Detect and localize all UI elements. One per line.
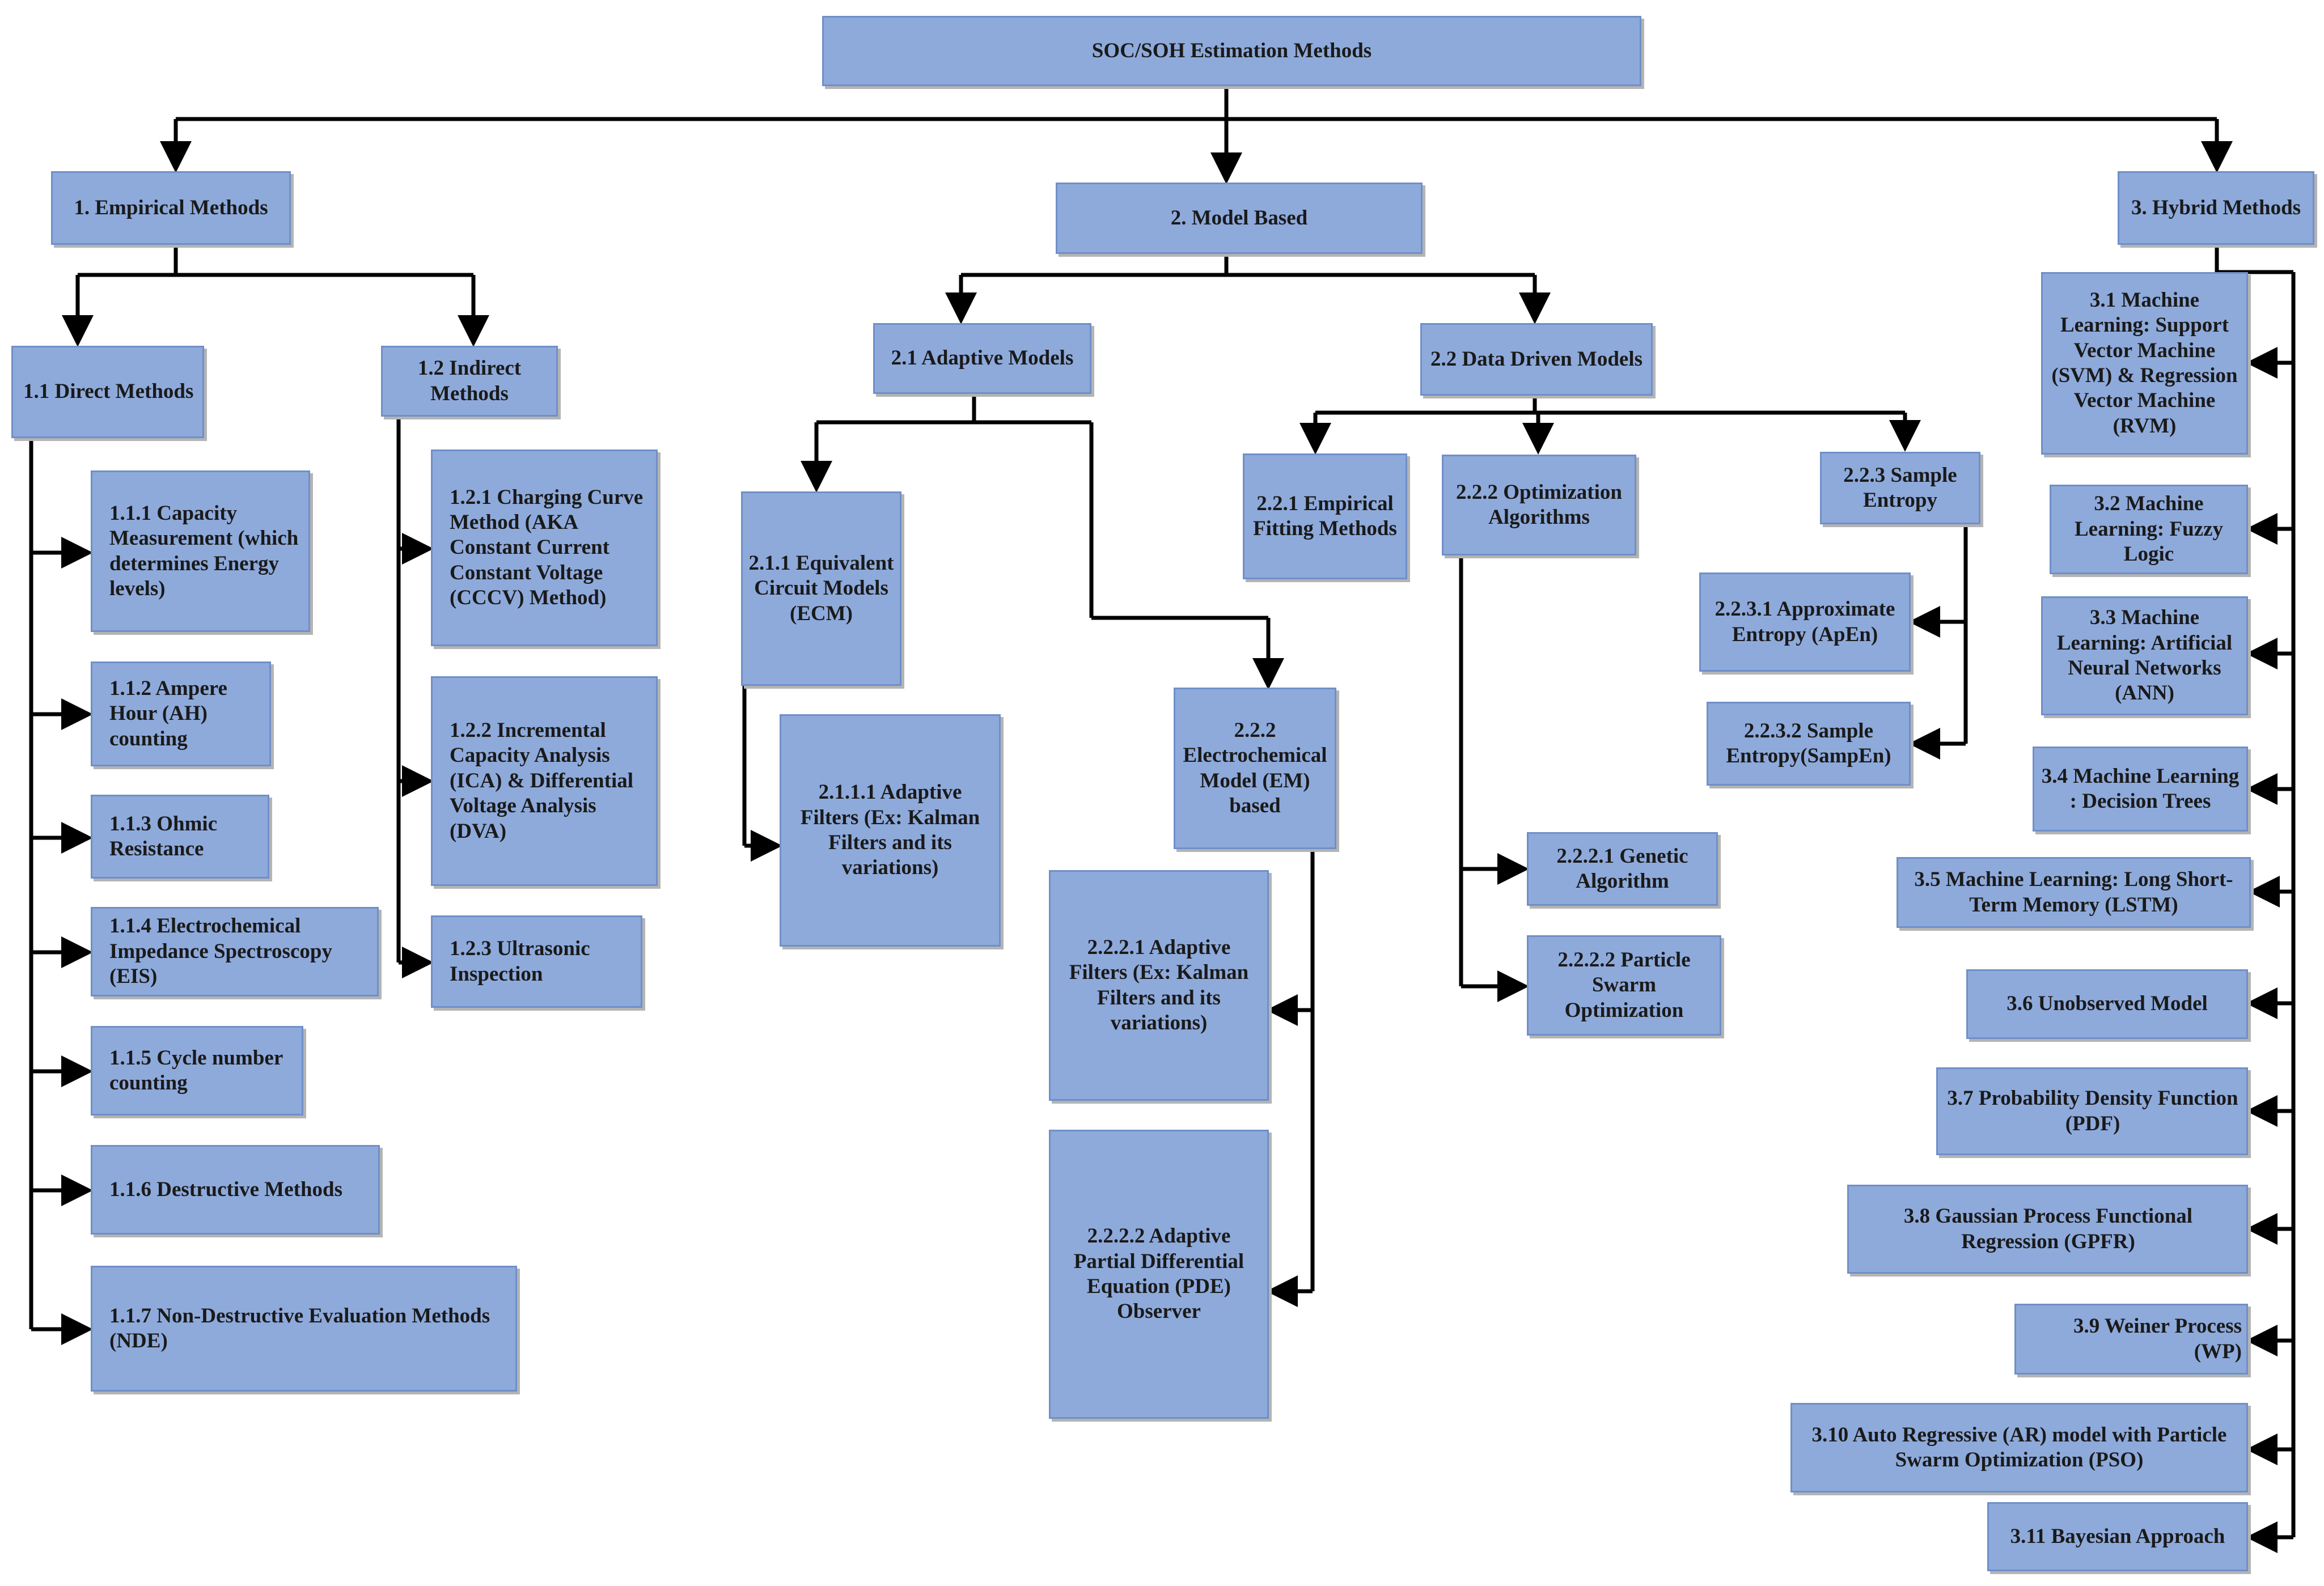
indirect-methods-label: 1.2 Indirect Methods <box>417 357 522 405</box>
particle-swarm-node: 2.2.2.2 Particle Swarm Optimization <box>1527 935 1721 1036</box>
ecm-adaptive-filters-node: 2.1.1.1 Adaptive Filters (Ex: Kalman Fil… <box>780 714 1001 947</box>
direct-item-ohmic-resistance: 1.1.3 Ohmic Resistance <box>91 795 269 879</box>
hybrid-item-label: 3.8 Gaussian Process Functional Regressi… <box>1903 1205 2193 1253</box>
model-based-node: 2. Model Based <box>1056 183 1423 254</box>
indirect-item-ultrasonic: 1.2.3 Ultrasonic Inspection <box>431 915 642 1008</box>
electrochemical-model-node: 2.2.2 Electrochemical Model (EM) based <box>1174 688 1336 849</box>
hybrid-item-lstm: 3.5 Machine Learning: Long Short-Term Me… <box>1897 857 2251 928</box>
hybrid-item-label: 3.3 Machine Learning: Artificial Neural … <box>2056 606 2233 705</box>
direct-item-cycle-counting: 1.1.5 Cycle number counting <box>91 1026 303 1116</box>
hybrid-item-decision-trees: 3.4 Machine Learning : Decision Trees <box>2033 747 2248 832</box>
direct-item-ampere-hour: 1.1.2 Ampere Hour (AH) counting <box>91 661 271 766</box>
sample-entropy-label: 2.2.3 Sample Entropy <box>1843 463 1957 512</box>
pde-observer-label: 2.2.2.2 Adaptive Partial Differential Eq… <box>1073 1224 1244 1324</box>
indirect-item-label: 1.2.3 Ultrasonic Inspection <box>450 937 590 986</box>
direct-item-label: 1.1.7 Non-Destructive Evaluation Methods… <box>109 1304 490 1352</box>
direct-item-destructive: 1.1.6 Destructive Methods <box>91 1145 380 1235</box>
hybrid-item-label: 3.4 Machine Learning : Decision Trees <box>2041 764 2240 813</box>
electrochemical-model-label: 2.2.2 Electrochemical Model (EM) based <box>1183 718 1327 817</box>
root-label: SOC/SOH Estimation Methods <box>1091 39 1372 62</box>
direct-item-label: 1.1.6 Destructive Methods <box>109 1177 343 1201</box>
indirect-item-label: 1.2.2 Incremental Capacity Analysis (ICA… <box>450 719 634 843</box>
hybrid-item-pdf: 3.7 Probability Density Function (PDF) <box>1936 1067 2248 1155</box>
model-based-label: 2. Model Based <box>1170 206 1308 230</box>
hybrid-item-ar-pso: 3.10 Auto Regressive (AR) model with Par… <box>1790 1403 2248 1492</box>
hybrid-item-label: 3.9 Weiner Process (WP) <box>2073 1314 2242 1363</box>
direct-item-label: 1.1.3 Ohmic Resistance <box>109 812 218 860</box>
hybrid-item-label: 3.1 Machine Learning: Support Vector Mac… <box>2051 288 2238 438</box>
ecm-adaptive-filters-label: 2.1.1.1 Adaptive Filters (Ex: Kalman Fil… <box>800 781 980 880</box>
indirect-item-ica-dva: 1.2.2 Incremental Capacity Analysis (ICA… <box>431 676 658 886</box>
direct-item-nde: 1.1.7 Non-Destructive Evaluation Methods… <box>91 1266 517 1392</box>
hybrid-item-label: 3.2 Machine Learning: Fuzzy Logic <box>2074 492 2224 566</box>
hybrid-methods-label: 3. Hybrid Methods <box>2131 196 2301 219</box>
ecm-node: 2.1.1 Equivalent Circuit Models (ECM) <box>741 491 901 686</box>
indirect-methods-node: 1.2 Indirect Methods <box>381 346 558 417</box>
direct-item-label: 1.1.5 Cycle number counting <box>109 1046 283 1095</box>
genetic-algorithm-label: 2.2.2.1 Genetic Algorithm <box>1556 844 1688 893</box>
hybrid-item-svm-rvm: 3.1 Machine Learning: Support Vector Mac… <box>2041 272 2248 455</box>
sample-entropy-node: 2.2.3 Sample Entropy <box>1820 452 1980 524</box>
empirical-methods-node: 1. Empirical Methods <box>51 171 291 245</box>
pde-observer-node: 2.2.2.2 Adaptive Partial Differential Eq… <box>1049 1130 1269 1419</box>
ecm-label: 2.1.1 Equivalent Circuit Models (ECM) <box>748 551 894 625</box>
hybrid-item-label: 3.6 Unobserved Model <box>2006 992 2208 1016</box>
direct-item-capacity-measurement: 1.1.1 Capacity Measurement (which determ… <box>91 470 310 632</box>
indirect-item-charging-curve: 1.2.1 Charging Curve Method (AKA Constan… <box>431 449 658 646</box>
hybrid-item-label: 3.11 Bayesian Approach <box>2010 1524 2225 1548</box>
genetic-algorithm-node: 2.2.2.1 Genetic Algorithm <box>1527 832 1718 906</box>
direct-item-eis: 1.1.4 Electrochemical Impedance Spectros… <box>91 907 379 996</box>
optimization-algorithms-node: 2.2.2 Optimization Algorithms <box>1442 455 1636 555</box>
hybrid-item-bayesian: 3.11 Bayesian Approach <box>1987 1502 2248 1571</box>
root-node: SOC/SOH Estimation Methods <box>822 16 1641 86</box>
direct-methods-label: 1.1 Direct Methods <box>23 380 194 404</box>
hybrid-item-label: 3.5 Machine Learning: Long Short-Term Me… <box>1914 868 2233 917</box>
optimization-algorithms-label: 2.2.2 Optimization Algorithms <box>1456 480 1622 529</box>
hybrid-item-label: 3.10 Auto Regressive (AR) model with Par… <box>1811 1423 2227 1471</box>
indirect-item-label: 1.2.1 Charging Curve Method (AKA Constan… <box>450 485 644 610</box>
approximate-entropy-label: 2.2.3.1 Approximate Entropy (ApEn) <box>1715 597 1895 646</box>
hybrid-methods-node: 3. Hybrid Methods <box>2118 171 2314 245</box>
hybrid-item-ann: 3.3 Machine Learning: Artificial Neural … <box>2041 596 2248 715</box>
hybrid-item-gpfr: 3.8 Gaussian Process Functional Regressi… <box>1847 1185 2248 1274</box>
em-adaptive-filters-label: 2.2.2.1 Adaptive Filters (Ex: Kalman Fil… <box>1069 935 1249 1034</box>
approximate-entropy-node: 2.2.3.1 Approximate Entropy (ApEn) <box>1699 573 1911 672</box>
em-adaptive-filters-node: 2.2.2.1 Adaptive Filters (Ex: Kalman Fil… <box>1049 870 1269 1101</box>
empirical-fitting-label: 2.2.1 Empirical Fitting Methods <box>1253 491 1397 540</box>
adaptive-models-label: 2.1 Adaptive Models <box>891 346 1074 370</box>
sample-entropy-sampen-node: 2.2.3.2 Sample Entropy(SampEn) <box>1707 702 1911 786</box>
empirical-methods-label: 1. Empirical Methods <box>74 196 268 219</box>
data-driven-models-node: 2.2 Data Driven Models <box>1420 323 1653 396</box>
direct-item-label: 1.1.2 Ampere Hour (AH) counting <box>109 676 227 750</box>
adaptive-models-node: 2.1 Adaptive Models <box>873 323 1091 394</box>
empirical-fitting-node: 2.2.1 Empirical Fitting Methods <box>1243 453 1407 579</box>
direct-item-label: 1.1.4 Electrochemical Impedance Spectros… <box>109 914 332 989</box>
sample-entropy-sampen-label: 2.2.3.2 Sample Entropy(SampEn) <box>1726 719 1891 767</box>
hybrid-item-weiner-process: 3.9 Weiner Process (WP) <box>2014 1304 2248 1375</box>
direct-item-label: 1.1.1 Capacity Measurement (which determ… <box>109 501 299 600</box>
data-driven-models-label: 2.2 Data Driven Models <box>1430 347 1643 371</box>
hybrid-item-unobserved-model: 3.6 Unobserved Model <box>1966 969 2248 1039</box>
hybrid-item-label: 3.7 Probability Density Function (PDF) <box>1947 1087 2238 1135</box>
direct-methods-node: 1.1 Direct Methods <box>11 346 204 438</box>
hybrid-item-fuzzy-logic: 3.2 Machine Learning: Fuzzy Logic <box>2050 485 2248 574</box>
particle-swarm-label: 2.2.2.2 Particle Swarm Optimization <box>1557 948 1691 1022</box>
